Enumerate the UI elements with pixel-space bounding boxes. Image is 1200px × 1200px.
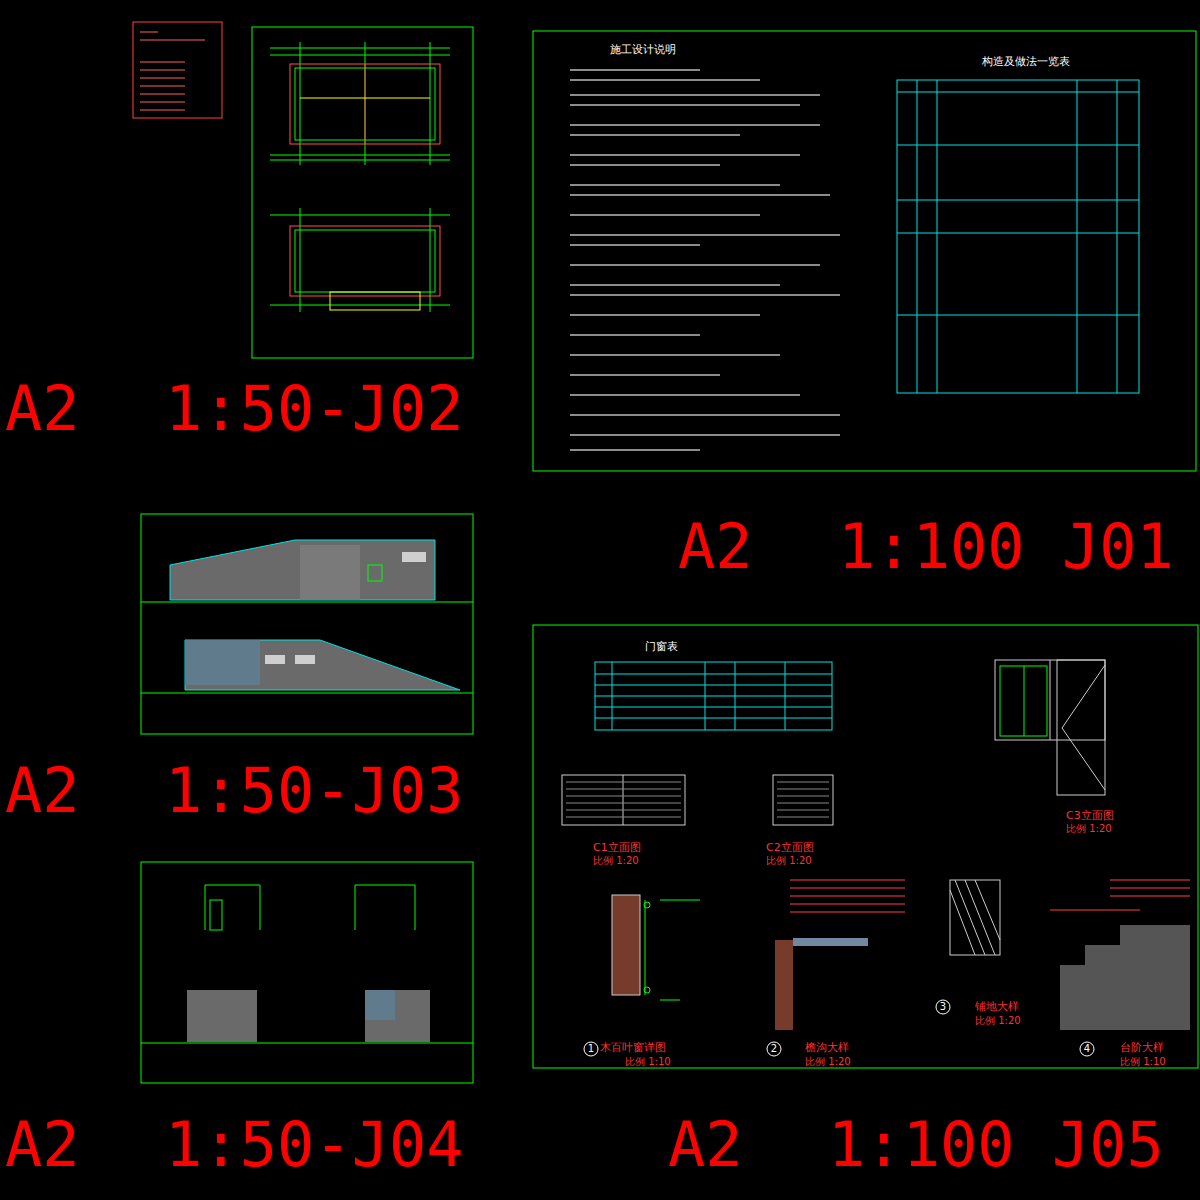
- sheet-label: A2: [668, 1114, 743, 1176]
- drawing-title: 台阶大样: [1120, 1042, 1164, 1053]
- drawing-title: 铺地大样: [975, 1001, 1019, 1012]
- drawing-title: 比例 1:20: [805, 1057, 851, 1067]
- sheet-label: 1:50-J03: [165, 760, 464, 822]
- drawing-title: 比例 1:10: [625, 1057, 671, 1067]
- drawing-title: C3立面图: [1066, 810, 1114, 821]
- drawing-title: 门窗表: [645, 641, 678, 652]
- sheet-label: A2: [678, 516, 753, 578]
- callout-number: 2: [771, 1044, 777, 1054]
- drawing-title: 比例 1:20: [1066, 824, 1112, 834]
- drawing-title: C2立面图: [766, 842, 814, 853]
- drawing-title: 施工设计说明: [610, 44, 676, 55]
- drawing-title: 比例 1:20: [975, 1016, 1021, 1026]
- sheet-label: A2: [5, 378, 80, 440]
- drawing-title: C1立面图: [593, 842, 641, 853]
- drawing-title: 比例 1:10: [1120, 1057, 1166, 1067]
- sheet-label: 1:50-J04: [165, 1114, 464, 1176]
- sheet-label: A2: [5, 760, 80, 822]
- sheet-label: 1:50-J02: [165, 378, 464, 440]
- drawing-title: 木百叶窗详图: [600, 1042, 666, 1053]
- callout-number: 1: [588, 1044, 594, 1054]
- callout-number: 4: [1084, 1044, 1090, 1054]
- callout-number: 3: [940, 1002, 946, 1012]
- sheet-label: 1:100 J01: [838, 516, 1174, 578]
- drawing-title: 比例 1:20: [593, 856, 639, 866]
- sheet-label: 1:100 J05: [828, 1114, 1164, 1176]
- drawing-title: 檐沟大样: [805, 1042, 849, 1053]
- drawing-title: 比例 1:20: [766, 856, 812, 866]
- drawing-title: 构造及做法一览表: [982, 56, 1070, 67]
- sheet-label: A2: [5, 1114, 80, 1176]
